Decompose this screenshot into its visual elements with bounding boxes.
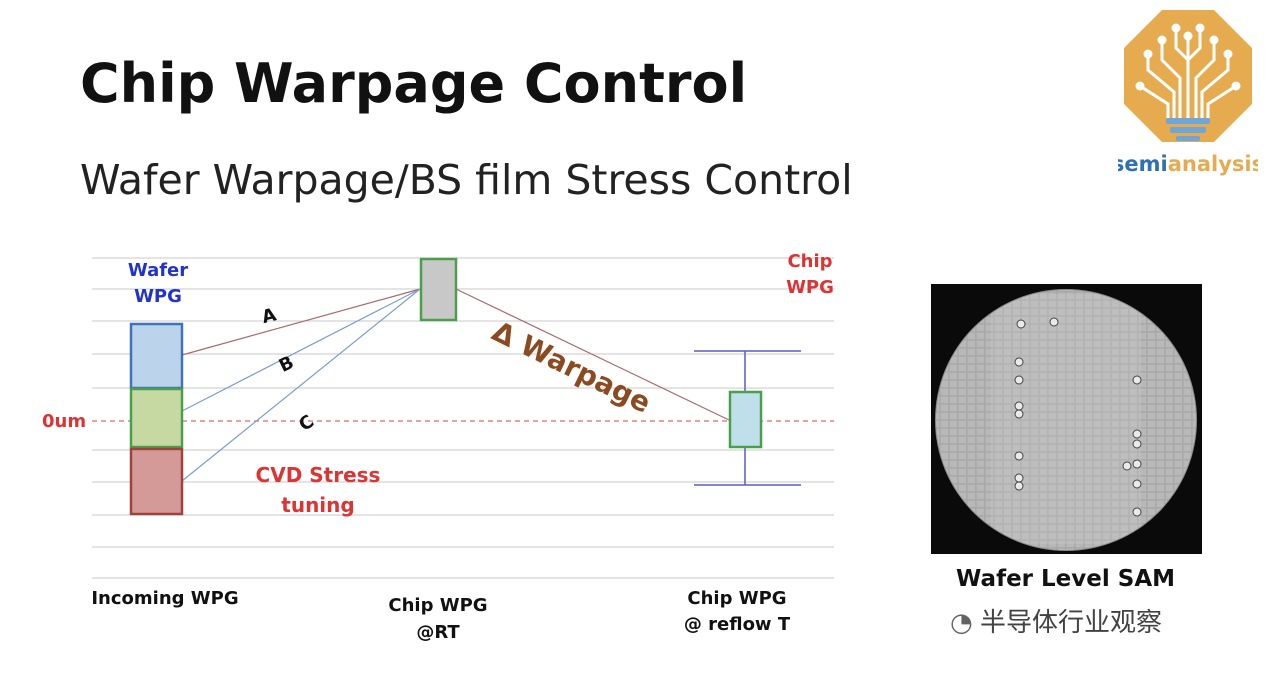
chip-wpg-label-line2: WPG [786,277,834,298]
axis-label-reflow-line2: @ reflow T [684,614,791,635]
axis-label-rt-line2: @RT [416,622,460,643]
logo-text: semianalysis [1118,152,1258,176]
bulb-base-2 [1170,127,1206,133]
wafer-sam-image [931,284,1202,554]
warpage-line [455,288,730,421]
line-b [181,288,421,412]
line-a [181,288,421,356]
incoming-box-red [129,447,184,516]
reflow-box [728,390,763,449]
axis-label-reflow-line1: Chip WPG [687,588,786,609]
wafer-wpg-label-line1: Wafer [128,260,188,281]
cvd-label-line2: tuning [281,493,354,517]
bulb-base-1 [1166,118,1210,124]
line-c [181,288,421,482]
watermark: ◔半导体行业观察 [950,602,1162,639]
bulb-base-3 [1176,136,1200,141]
cvd-label-line1: CVD Stress [256,463,381,487]
label-c: C [295,411,318,436]
gridlines [92,257,834,579]
warpage-label: Δ Warpage [487,315,656,420]
wechat-icon: ◔ [950,608,973,638]
page-subtitle: Wafer Warpage/BS film Stress Control [80,156,853,204]
semianalysis-logo: semianalysis [1118,10,1258,176]
sam-label-line1: Wafer Level SAM [956,566,1176,592]
incoming-box-green [129,387,184,449]
warpage-diagram: 0um Wafer WPG Chip WPG A B C Δ Warpage C… [42,251,834,643]
zero-label: 0um [42,411,86,432]
label-a: A [260,304,279,328]
rt-box [419,257,458,322]
label-b: B [276,352,298,377]
wafer-wpg-label-line2: WPG [134,286,182,307]
incoming-box-blue [129,322,184,390]
chip-wpg-label-line1: Chip [787,251,832,272]
axis-label-incoming: Incoming WPG [91,588,238,609]
page-title: Chip Warpage Control [80,52,748,115]
axis-label-rt-line1: Chip WPG [388,595,487,616]
lightbulb-circuit-icon [1135,23,1241,120]
watermark-text: 半导体行业观察 [980,608,1163,638]
